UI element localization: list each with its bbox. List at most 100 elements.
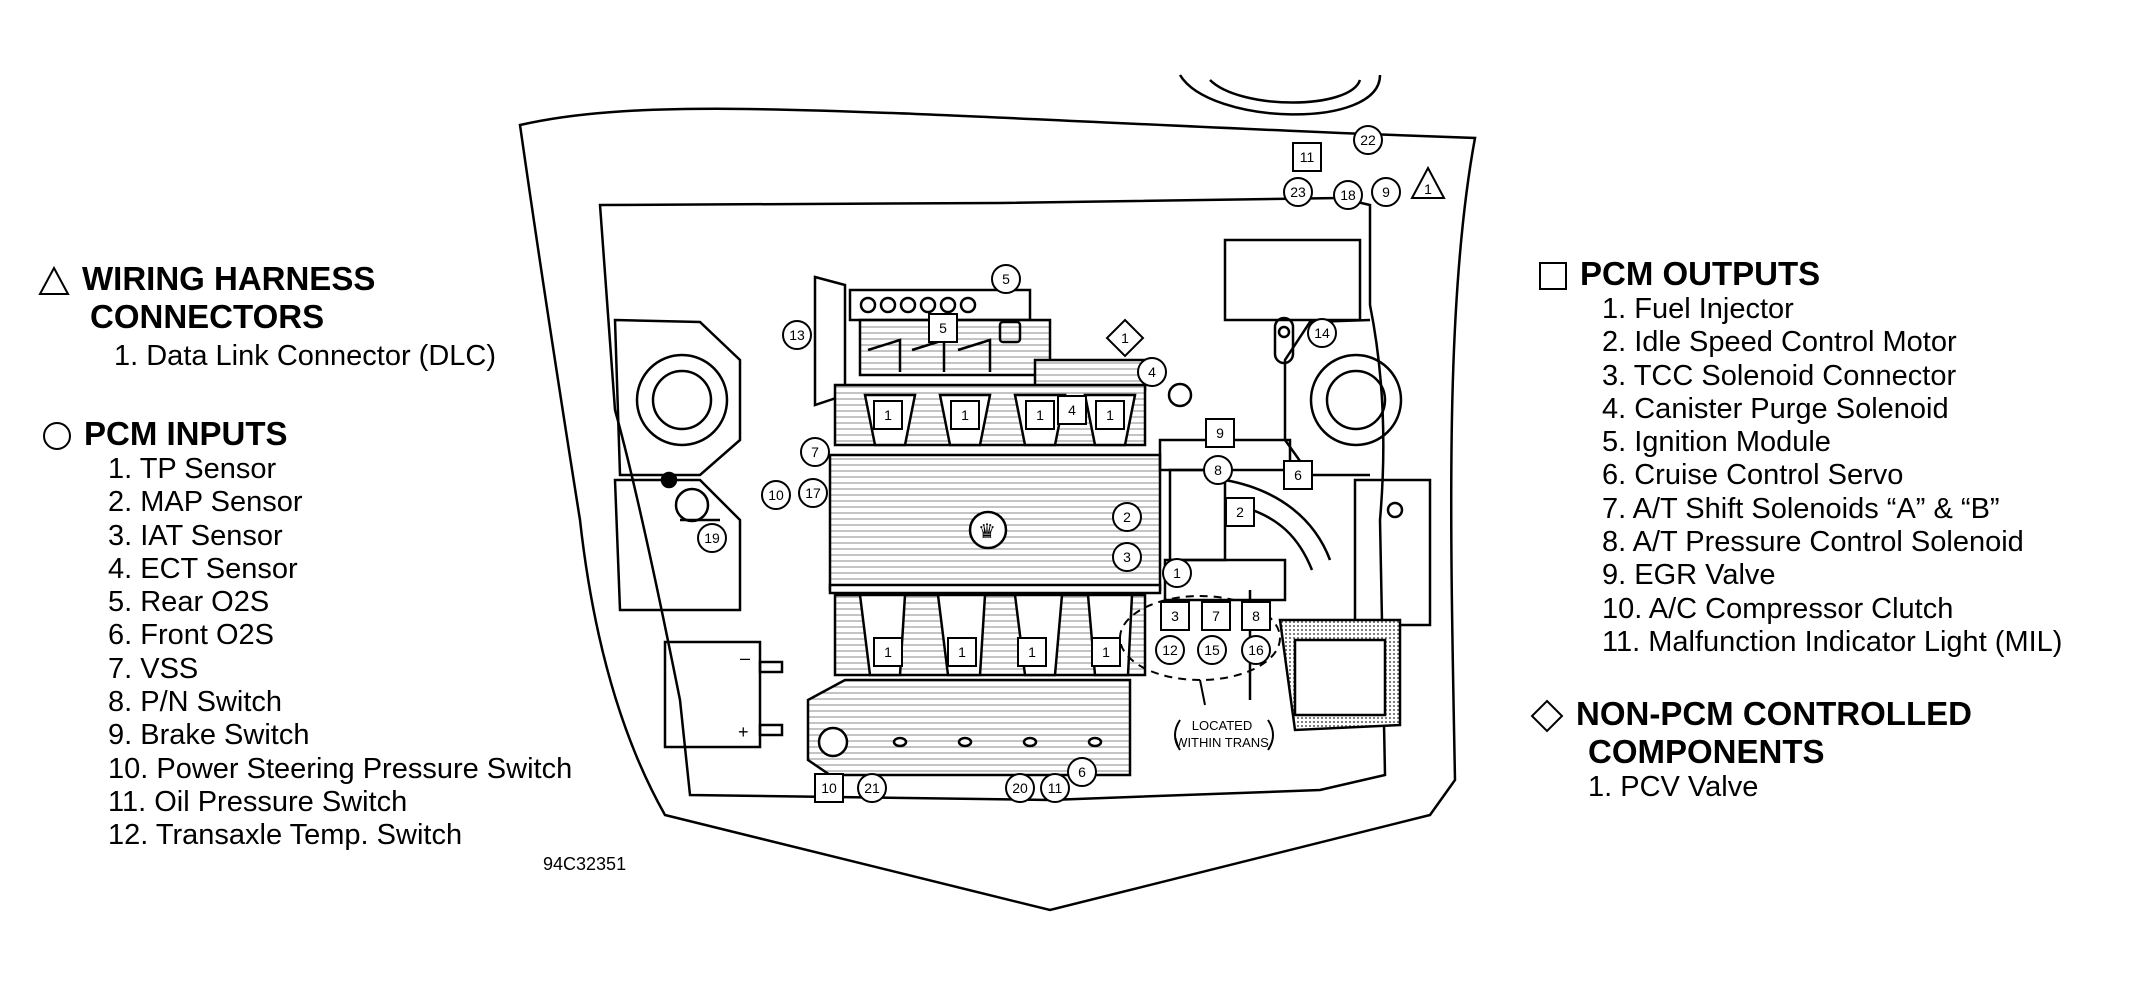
callout-label: 15 xyxy=(1204,642,1220,658)
callout-label: 7 xyxy=(1212,608,1220,624)
non-pcm-title-line2: COMPONENTS xyxy=(1588,733,1825,771)
callout-label: 16 xyxy=(1248,642,1264,658)
transmission-pan xyxy=(1248,590,1402,732)
callout-label: 1 xyxy=(1106,407,1114,423)
callout-label: 1 xyxy=(1121,330,1129,346)
pcm-inputs-heading: PCM INPUTS xyxy=(42,415,572,453)
callout-sq-6: 6 xyxy=(1283,460,1313,490)
callout-c-13: 13 xyxy=(782,320,812,350)
callout-label: 11 xyxy=(1300,149,1315,165)
pcm-outputs-heading: PCM OUTPUTS xyxy=(1538,255,2062,293)
legend-wiring-harness: WIRING HARNESS CONNECTORS 1. Data Link C… xyxy=(38,260,496,373)
callout-sq-1-d: 1 xyxy=(1095,400,1125,430)
non-pcm-item: 1. PCV Valve xyxy=(1588,771,1759,804)
callout-sq-1-g: 1 xyxy=(1017,637,1047,667)
pcm-outputs-item: 10. A/C Compressor Clutch xyxy=(1602,592,1954,625)
callout-sq-4: 4 xyxy=(1057,395,1087,425)
callout-label: 1 xyxy=(1102,644,1110,660)
callout-label: 6 xyxy=(1078,764,1086,780)
callout-sq-7: 7 xyxy=(1201,601,1231,631)
air-cleaner xyxy=(1223,238,1362,365)
callout-sq-1-a: 1 xyxy=(873,400,903,430)
pcm-inputs-title: PCM INPUTS xyxy=(84,415,288,452)
callout-sq-1-h: 1 xyxy=(1091,637,1121,667)
pcm-inputs-item: 6. Front O2S xyxy=(108,619,275,652)
callout-label: 1 xyxy=(1036,407,1044,423)
callout-label: 12 xyxy=(1162,642,1178,658)
diamond-icon xyxy=(1530,699,1564,733)
callout-label: 11 xyxy=(1048,780,1063,796)
svg-text:♛: ♛ xyxy=(978,521,996,543)
callout-c-18: 18 xyxy=(1333,180,1363,210)
callout-c-19: 19 xyxy=(697,523,727,553)
callout-label: 22 xyxy=(1360,132,1376,148)
callout-sq-1-f: 1 xyxy=(947,637,977,667)
callout-c-22: 22 xyxy=(1353,125,1383,155)
pcm-inputs-item: 3. IAT Sensor xyxy=(108,519,283,552)
callout-c-5-top: 5 xyxy=(991,264,1021,294)
callout-c-20: 20 xyxy=(1005,773,1035,803)
reservoir-top xyxy=(1178,74,1382,116)
callout-label: 10 xyxy=(768,487,784,503)
reservoir-top-inner xyxy=(1209,79,1362,104)
pcm-outputs-item: 11. Malfunction Indicator Light (MIL) xyxy=(1602,625,2063,658)
callout-label: 10 xyxy=(821,780,837,796)
pcm-inputs-item: 12. Transaxle Temp. Switch xyxy=(108,819,463,852)
vehicle-outline xyxy=(518,107,1477,912)
callout-c-3: 3 xyxy=(1112,542,1142,572)
callout-c-9-top: 9 xyxy=(1371,177,1401,207)
callout-sq-1-e: 1 xyxy=(873,637,903,667)
callout-label: 17 xyxy=(805,485,821,501)
callout-c-16: 16 xyxy=(1241,635,1271,665)
callout-c-11: 11 xyxy=(1040,773,1070,803)
callout-label: 19 xyxy=(704,530,720,546)
non-pcm-heading: NON-PCM CONTROLLED xyxy=(1530,695,1972,733)
callout-c-12: 12 xyxy=(1155,635,1185,665)
pcm-inputs-item: 8. P/N Switch xyxy=(108,686,283,719)
callout-sq-10: 10 xyxy=(814,773,844,803)
pcm-outputs-item: 1. Fuel Injector xyxy=(1602,293,1794,325)
pcm-outputs-item: 5. Ignition Module xyxy=(1602,426,1831,459)
callout-label: 3 xyxy=(1171,608,1179,624)
non-pcm-title-line1: NON-PCM CONTROLLED xyxy=(1576,695,1972,732)
pcm-inputs-item: 2. MAP Sensor xyxy=(108,486,303,519)
pcm-outputs-item: 9. EGR Valve xyxy=(1602,559,1776,592)
right-side-module xyxy=(1353,478,1432,627)
wiring-harness-title-line1: WIRING HARNESS xyxy=(82,260,376,297)
callout-c-15: 15 xyxy=(1197,635,1227,665)
callout-c-14: 14 xyxy=(1307,318,1337,348)
pcm-outputs-item: 6. Cruise Control Servo xyxy=(1602,459,1904,492)
callout-label: 2 xyxy=(1123,509,1131,525)
callout-sq-1-b: 1 xyxy=(950,400,980,430)
callout-c-21: 21 xyxy=(857,773,887,803)
callout-sq-5: 5 xyxy=(928,313,958,343)
callout-c-2: 2 xyxy=(1112,502,1142,532)
trans-note-line2: WITHIN TRANS xyxy=(1175,735,1269,750)
callout-label: 5 xyxy=(1002,271,1010,287)
triangle-icon xyxy=(38,266,70,296)
callout-c-4: 4 xyxy=(1137,357,1167,387)
callout-label: 1 xyxy=(958,644,966,660)
callout-sq-8: 8 xyxy=(1241,601,1271,631)
callout-label: 14 xyxy=(1314,325,1330,341)
left-strut-tower xyxy=(613,318,742,477)
left-panel xyxy=(613,471,742,612)
pcm-outputs-item: 4. Canister Purge Solenoid xyxy=(1602,392,1949,425)
callout-label: 9 xyxy=(1216,425,1224,441)
callout-sq-1-c: 1 xyxy=(1025,400,1055,430)
svg-text:–: – xyxy=(740,648,750,668)
callout-label: 1 xyxy=(1028,644,1036,660)
callout-label: 1 xyxy=(884,644,892,660)
pcm-inputs-item: 5. Rear O2S xyxy=(108,586,270,619)
exhaust-crossmember xyxy=(806,678,1132,777)
battery: – + xyxy=(663,640,784,749)
callout-label: 21 xyxy=(864,780,880,796)
pcm-inputs-item: 10. Power Steering Pressure Switch xyxy=(108,752,573,785)
wiring-harness-item: 1. Data Link Connector (DLC) xyxy=(114,340,496,372)
ignition-module xyxy=(813,275,1147,407)
trans-note-line1: LOCATED xyxy=(1192,718,1252,733)
